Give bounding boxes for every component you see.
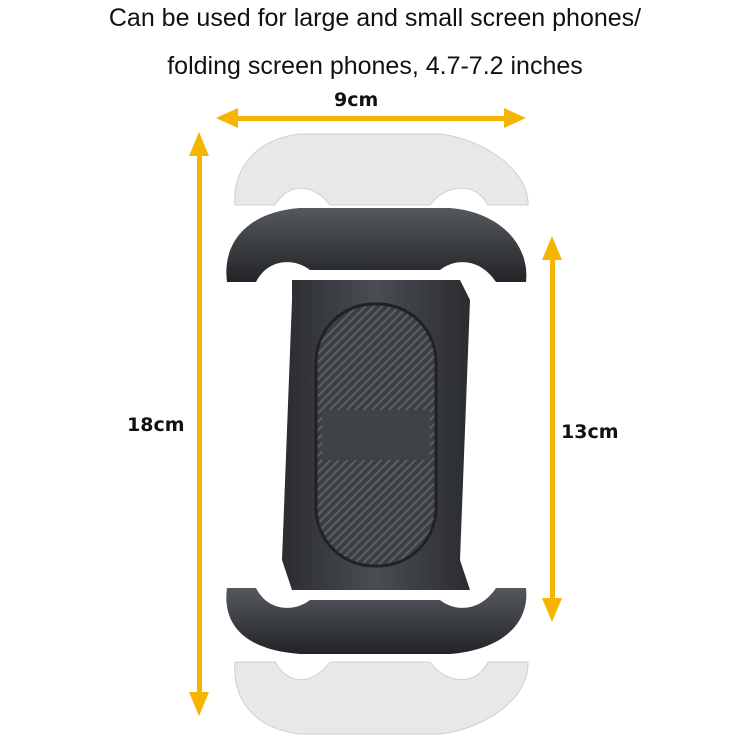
max-height-label: 18cm	[127, 414, 185, 436]
max-height-arrow	[189, 132, 209, 716]
width-label: 9cm	[334, 89, 379, 111]
caption-line-1: Can be used for large and small screen p…	[108, 4, 642, 32]
min-height-arrow	[542, 236, 562, 622]
top-clamp-extended	[234, 133, 529, 206]
grip-band	[322, 410, 430, 460]
bottom-clamp-extended	[234, 661, 529, 735]
min-height-label: 13cm	[561, 421, 619, 443]
caption-line-2: folding screen phones, 4.7-7.2 inches	[167, 52, 583, 80]
top-clamp	[226, 208, 527, 282]
bottom-clamp	[226, 588, 527, 654]
width-arrow	[216, 108, 526, 128]
